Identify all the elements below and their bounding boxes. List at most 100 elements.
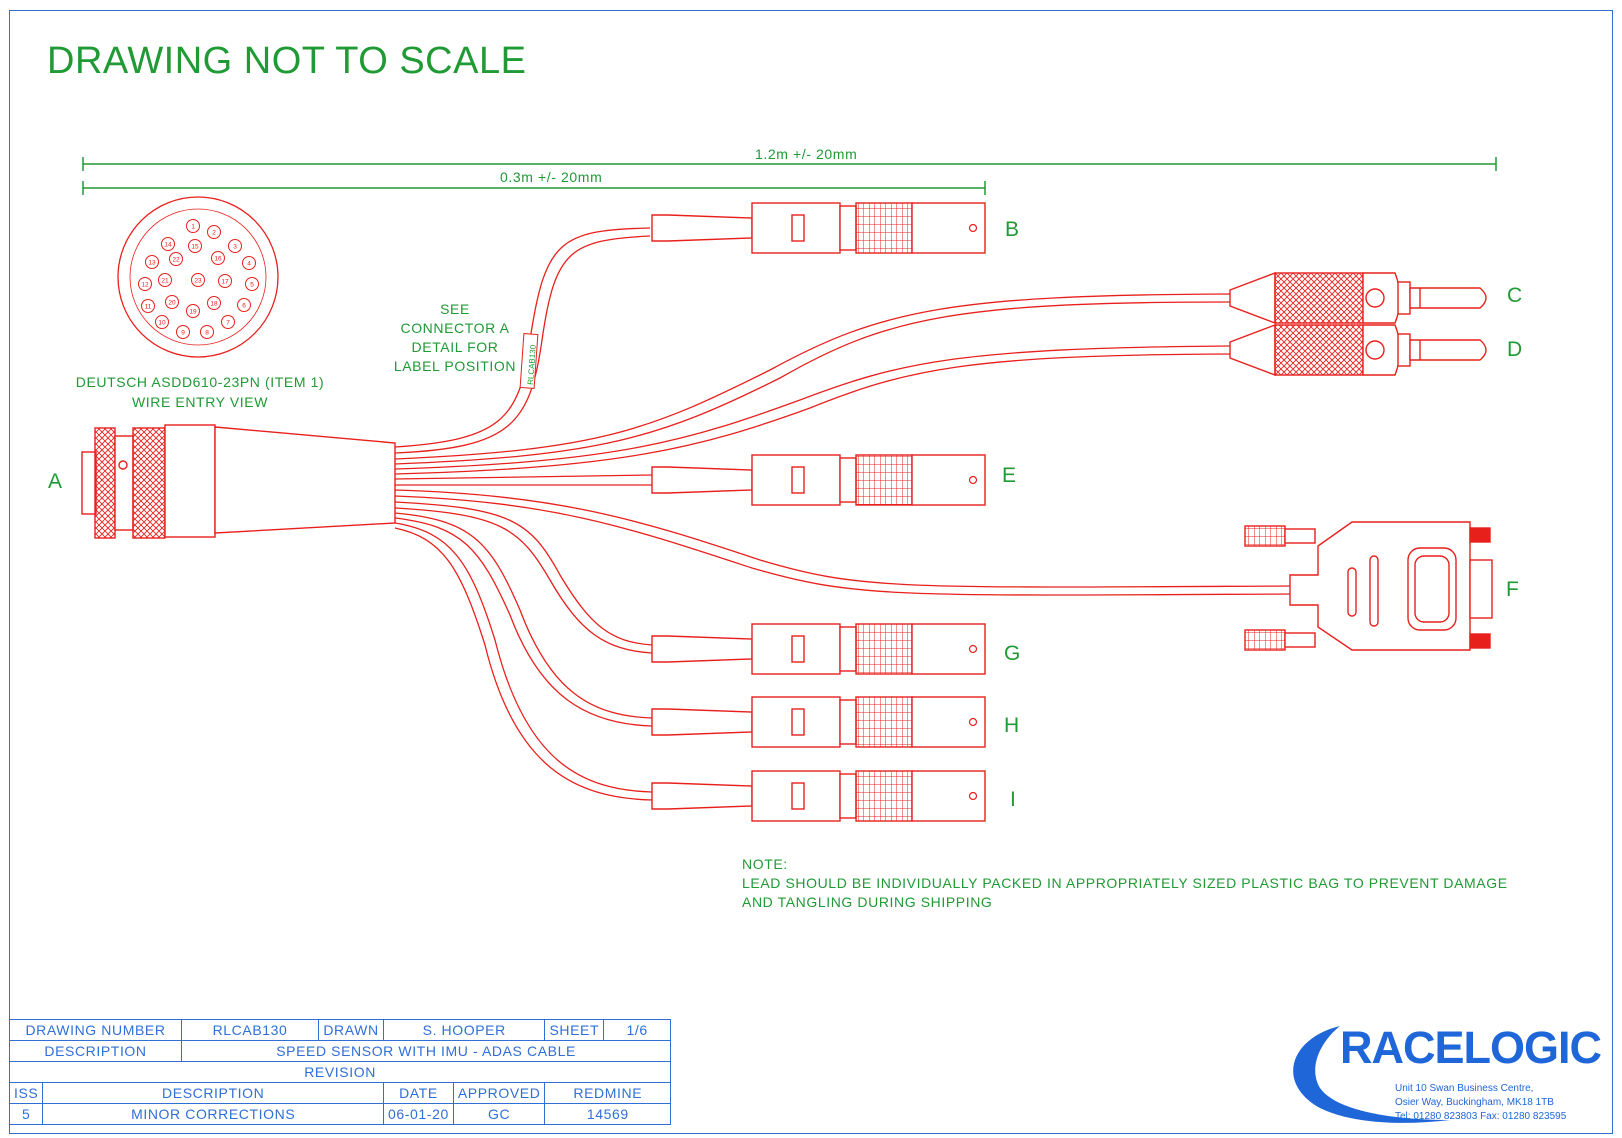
connector-label-d: D (1507, 338, 1523, 361)
svg-text:13: 13 (148, 260, 156, 267)
lemo-connectors (651, 202, 986, 822)
connector-detail-line2: WIRE ENTRY VIEW (131, 394, 269, 410)
pin-23: 23 (191, 273, 205, 287)
pin-5: 5 (245, 277, 259, 291)
dimension-lines (82, 157, 1497, 195)
svg-text:15: 15 (191, 244, 199, 251)
pin-14: 14 (161, 237, 175, 251)
pin-19: 19 (186, 304, 200, 318)
connector-label-f: F (1506, 578, 1519, 601)
svg-text:18: 18 (210, 301, 218, 308)
svg-text:16: 16 (214, 256, 222, 263)
dsub-connector-f (1244, 521, 1493, 651)
packing-note: NOTE: LEAD SHOULD BE INDIVIDUALLY PACKED… (742, 855, 1508, 912)
sheet-label: SHEET (544, 1019, 605, 1041)
description-label: DESCRIPTION (9, 1040, 182, 1062)
svg-text:21: 21 (161, 278, 169, 285)
connector-detail-line1: DEUTSCH ASDD610-23PN (ITEM 1) (75, 374, 325, 390)
banana-plugs (1229, 271, 1487, 377)
pin-9: 9 (176, 325, 190, 339)
see-note-line2: CONNECTOR A (400, 320, 510, 336)
lemo-connector-g (651, 623, 986, 675)
connector-a-body (81, 424, 396, 539)
connector-detail-caption: DEUTSCH ASDD610-23PN (ITEM 1) WIRE ENTRY… (60, 374, 340, 410)
drawing-number: RLCAB130 (181, 1019, 319, 1041)
rev-date: 06-01-20 (383, 1103, 454, 1125)
see-connector-note: SEE CONNECTOR A DETAIL FOR LABEL POSITIO… (380, 300, 530, 376)
pin-8: 8 (200, 325, 214, 339)
svg-text:12: 12 (141, 282, 149, 289)
svg-text:6: 6 (242, 303, 246, 310)
title-block: DRAWING NUMBER RLCAB130 DRAWN S. HOOPER … (8, 1019, 672, 1125)
sheet-number: 1/6 (603, 1019, 672, 1041)
svg-text:3: 3 (233, 244, 237, 251)
pin-2: 2 (207, 225, 221, 239)
company-phone: Tel: 01280 823803 Fax: 01280 823595 (1395, 1111, 1567, 1122)
lemo-connector-e (651, 454, 986, 506)
description-value: SPEED SENSOR WITH IMU - ADAS CABLE (180, 1040, 672, 1062)
revision-label: REVISION (8, 1061, 672, 1083)
header-approved: APPROVED (452, 1082, 546, 1104)
drawing-number-label: DRAWING NUMBER (9, 1019, 182, 1041)
pin-21: 21 (158, 273, 172, 287)
svg-text:10: 10 (158, 320, 166, 327)
svg-text:17: 17 (221, 279, 229, 286)
note-heading: NOTE: (742, 856, 788, 872)
connector-label-g: G (1004, 642, 1021, 665)
rev-description: MINOR CORRECTIONS (42, 1103, 384, 1125)
header-date: DATE (383, 1082, 454, 1104)
connector-label-c: C (1507, 284, 1523, 307)
see-note-line1: SEE (440, 301, 470, 317)
pin-7: 7 (221, 315, 235, 329)
header-redmine: REDMINE (544, 1082, 672, 1104)
rev-redmine: 14569 (544, 1103, 672, 1125)
svg-text:23: 23 (194, 278, 202, 285)
drawn-by: S. HOOPER (382, 1019, 546, 1041)
svg-text:14: 14 (164, 242, 172, 249)
company-name: RACELOGIC (1340, 1022, 1602, 1073)
header-iss: ISS (8, 1082, 44, 1104)
connector-label-h: H (1004, 714, 1020, 737)
pin-17: 17 (218, 274, 232, 288)
drawn-label: DRAWN (318, 1019, 384, 1041)
svg-text:1: 1 (191, 224, 195, 231)
pin-15: 15 (188, 239, 202, 253)
see-note-line4: LABEL POSITION (393, 358, 517, 374)
rev-approved: GC (452, 1103, 546, 1125)
pin-4: 4 (242, 256, 256, 270)
banana-plug-c (1229, 271, 1487, 325)
connector-label-a: A (48, 470, 63, 493)
rev-iss: 5 (8, 1103, 44, 1125)
connector-label-e: E (1002, 464, 1017, 487)
svg-text:19: 19 (189, 309, 197, 316)
lemo-connector-h (651, 696, 986, 748)
pin-6: 6 (237, 298, 251, 312)
pin-1: 1 (186, 219, 200, 233)
pin-18: 18 (207, 296, 221, 310)
note-line2: AND TANGLING DURING SHIPPING (742, 894, 993, 910)
svg-text:5: 5 (250, 282, 254, 289)
svg-text:2: 2 (212, 230, 216, 237)
svg-text:4: 4 (247, 261, 251, 268)
dimension-long-label: 1.2m +/- 20mm (755, 146, 858, 162)
company-address2: Osier Way, Buckingham, MK18 1TB (1395, 1097, 1554, 1108)
drawing-frame (9, 10, 1613, 1134)
connector-label-b: B (1005, 218, 1020, 241)
svg-text:9: 9 (181, 330, 185, 337)
cable-label-sleeve: RLCAB130 (519, 333, 539, 389)
dimension-short-label: 0.3m +/- 20mm (500, 169, 603, 185)
pin-16: 16 (211, 251, 225, 265)
svg-text:7: 7 (226, 320, 230, 327)
header-description: DESCRIPTION (42, 1082, 384, 1104)
pin-13: 13 (145, 255, 159, 269)
pin-11: 11 (141, 299, 155, 313)
connector-label-i: I (1010, 788, 1016, 811)
drawing-title: DRAWING NOT TO SCALE (47, 40, 527, 82)
pin-3: 3 (228, 239, 242, 253)
pin-22: 22 (169, 252, 183, 266)
svg-text:8: 8 (205, 330, 209, 337)
pin-20: 20 (165, 295, 179, 309)
